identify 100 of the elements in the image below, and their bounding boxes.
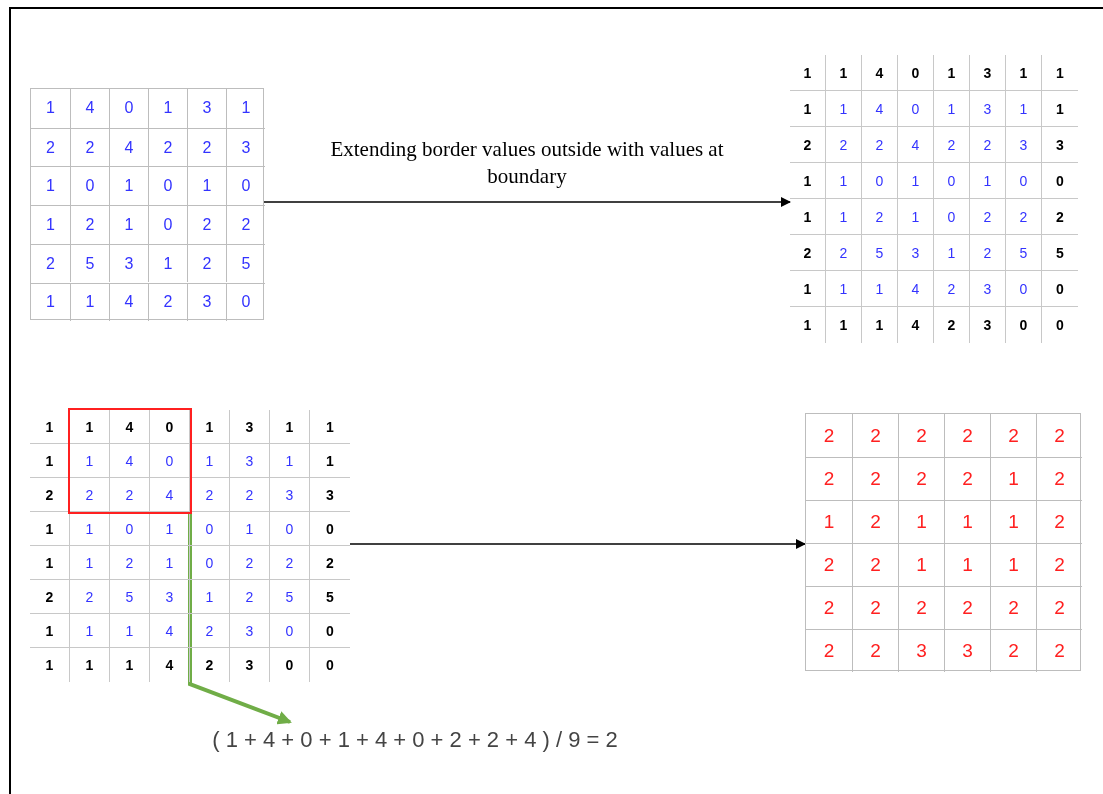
table-cell: 0 <box>70 166 109 206</box>
table-cell: 0 <box>898 91 934 127</box>
table-cell: 2 <box>1006 199 1042 235</box>
table-cell: 0 <box>310 512 350 546</box>
table-cell: 2 <box>806 543 852 586</box>
table-cell: 2 <box>790 127 826 163</box>
table-cell: 1 <box>30 614 70 648</box>
table-cell: 2 <box>852 586 898 629</box>
table-cell: 2 <box>790 235 826 271</box>
highlight-box <box>70 410 190 512</box>
table-cell: 3 <box>109 243 148 283</box>
table-cell: 1 <box>990 457 1036 500</box>
table-cell: 0 <box>934 199 970 235</box>
table-cell: 1 <box>109 205 148 244</box>
table-cell: 2 <box>1036 414 1082 457</box>
number-grid <box>805 413 1081 671</box>
table-cell: 1 <box>1006 55 1042 91</box>
table-cell: 2 <box>110 546 150 580</box>
table-cell: 3 <box>230 614 270 648</box>
arrow <box>188 512 292 725</box>
table-cell: 4 <box>150 648 190 682</box>
table-cell: 1 <box>148 89 187 128</box>
table-cell: 1 <box>826 163 862 199</box>
table-cell: 2 <box>1036 457 1082 500</box>
table-cell: 2 <box>30 478 70 512</box>
table-cell: 1 <box>806 500 852 543</box>
table-cell: 4 <box>862 55 898 91</box>
table-cell: 2 <box>190 478 230 512</box>
table-cell: 4 <box>70 89 109 128</box>
table-cell: 2 <box>31 243 70 283</box>
number-grid <box>790 55 1078 343</box>
table-cell: 1 <box>190 580 230 614</box>
table-cell: 2 <box>230 546 270 580</box>
formula-text: ( 1 + 4 + 0 + 1 + 4 + 0 + 2 + 2 + 4 ) / 9 = 2 <box>160 722 670 758</box>
table-cell: 4 <box>150 478 190 512</box>
table-cell: 0 <box>190 546 230 580</box>
table-cell: 2 <box>70 580 110 614</box>
table-cell: 2 <box>187 205 226 244</box>
table-cell: 5 <box>110 580 150 614</box>
table-cell: 1 <box>30 546 70 580</box>
table-cell: 1 <box>898 199 934 235</box>
table-cell: 0 <box>1042 163 1078 199</box>
table-cell: 4 <box>110 444 150 478</box>
table-cell: 2 <box>990 586 1036 629</box>
table-cell: 2 <box>826 127 862 163</box>
table-cell: 1 <box>30 410 70 444</box>
table-cell: 2 <box>944 586 990 629</box>
table-cell: 2 <box>990 629 1036 672</box>
table-cell: 1 <box>187 166 226 206</box>
table-cell: 4 <box>110 410 150 444</box>
table-cell-text: 1 <box>45 98 56 119</box>
table-cell: 0 <box>1006 271 1042 307</box>
table-cell: 2 <box>187 243 226 283</box>
table-cell: 1 <box>30 648 70 682</box>
table-cell: 4 <box>150 614 190 648</box>
table-cell: 2 <box>70 127 109 167</box>
table-cell: 2 <box>862 127 898 163</box>
table-cell: 0 <box>190 512 230 546</box>
table-cell: 2 <box>226 205 265 244</box>
table-cell: 2 <box>990 414 1036 457</box>
table-cell: 2 <box>898 586 944 629</box>
table-cell: 0 <box>270 614 310 648</box>
table-cell: 3 <box>187 282 226 322</box>
table-cell: 5 <box>1042 235 1078 271</box>
table-cell-text: 2 <box>822 423 836 448</box>
table-cell: 1 <box>110 648 150 682</box>
table-cell: 0 <box>270 648 310 682</box>
table-cell: 1 <box>70 614 110 648</box>
table-cell: 1 <box>934 235 970 271</box>
table-cell: 3 <box>226 127 265 167</box>
table-cell: 5 <box>226 243 265 283</box>
table-cell: 3 <box>970 55 1006 91</box>
table-cell: 1 <box>790 163 826 199</box>
table-cell: 1 <box>826 55 862 91</box>
table-cell: 2 <box>852 414 898 457</box>
table-cell: 1 <box>790 55 826 91</box>
table-cell: 2 <box>148 282 187 322</box>
table-cell: 1 <box>70 546 110 580</box>
table-cell: 3 <box>970 271 1006 307</box>
table-cell: 1 <box>826 199 862 235</box>
table-cell: 1 <box>790 271 826 307</box>
table-cell: 2 <box>187 127 226 167</box>
table-cell: 0 <box>934 163 970 199</box>
table-cell: 1 <box>70 512 110 546</box>
table-cell: 3 <box>1006 127 1042 163</box>
table-cell: 1 <box>790 307 826 343</box>
table-cell: 1 <box>1042 91 1078 127</box>
table-cell: 1 <box>1042 55 1078 91</box>
table-cell: 0 <box>148 205 187 244</box>
table-cell: 5 <box>70 243 109 283</box>
table-cell: 2 <box>852 543 898 586</box>
number-grid <box>30 88 264 321</box>
table-cell: 1 <box>944 543 990 586</box>
table-cell: 0 <box>148 166 187 206</box>
table-cell: 1 <box>944 500 990 543</box>
table-cell: 3 <box>1042 127 1078 163</box>
table-cell: 0 <box>270 512 310 546</box>
table-cell: 1 <box>230 512 270 546</box>
table-cell: 1 <box>862 307 898 343</box>
table-cell: 4 <box>109 282 148 322</box>
